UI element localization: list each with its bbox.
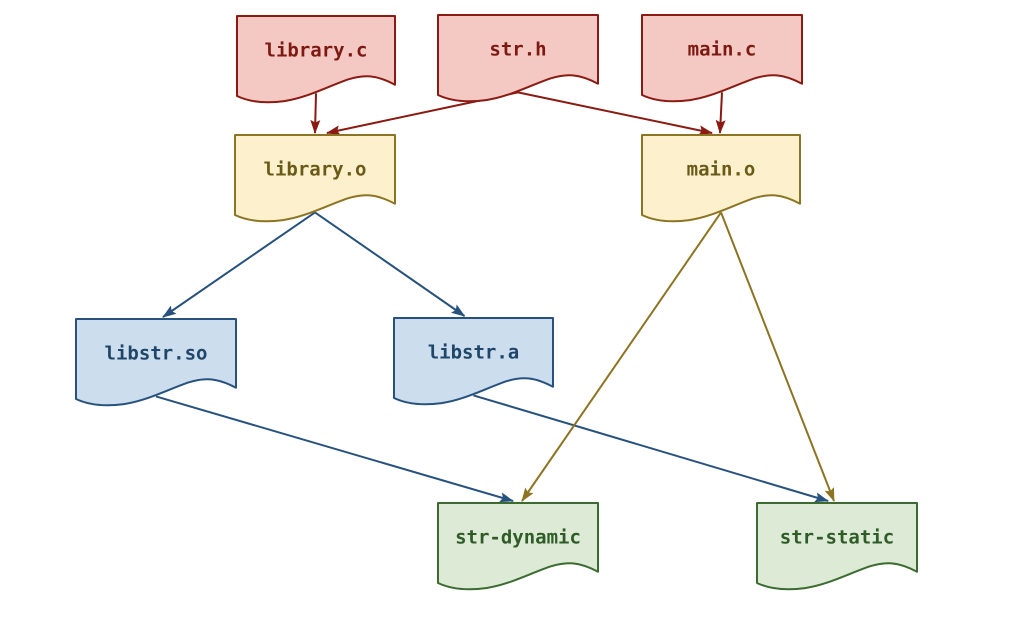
node-str-dynamic-label: str-dynamic <box>455 526 581 548</box>
node-library.c-shape <box>236 15 396 104</box>
edge-str.h-to-main.o <box>517 91 713 136</box>
node-main.c-shape <box>641 14 803 103</box>
node-library.c-label: library.c <box>265 39 368 61</box>
node-library.c: library.c <box>236 15 396 104</box>
edge-library.o-to-libstr.so <box>162 211 316 318</box>
edge-libstr.so-to-str-dynamic <box>155 395 514 503</box>
node-str-dynamic: str-dynamic <box>437 502 599 591</box>
nodes-layer: library.c str.h main.c library.o main.o libst… <box>75 14 918 591</box>
node-main.c-label: main.c <box>688 38 757 60</box>
node-libstr.a-label: libstr.a <box>428 341 520 363</box>
node-main.c: main.c <box>641 14 803 103</box>
edge-library.o-to-libstr.a <box>314 211 466 317</box>
node-libstr.a: libstr.a <box>393 317 554 406</box>
node-libstr.so-shape <box>75 318 237 407</box>
node-library.o-label: library.o <box>264 158 367 180</box>
edge-library.c-to-library.o <box>310 93 321 134</box>
node-str-static: str-static <box>756 502 918 591</box>
edge-main.o-to-str-static <box>720 212 835 502</box>
edge-main.o-to-str-dynamic <box>521 211 722 502</box>
node-libstr.a-shape <box>393 317 554 406</box>
node-str.h: str.h <box>437 14 599 103</box>
node-str-dynamic-shape <box>437 502 599 591</box>
node-libstr.so-label: libstr.so <box>105 342 208 364</box>
node-main.o: main.o <box>641 134 801 223</box>
node-str.h-label: str.h <box>489 38 546 60</box>
node-str-static-label: str-static <box>780 526 894 548</box>
edges-layer <box>155 91 835 503</box>
node-library.o: library.o <box>234 134 396 223</box>
node-str.h-shape <box>437 14 599 103</box>
node-main.o-label: main.o <box>687 158 756 180</box>
edge-libstr.a-to-str-static <box>473 394 829 503</box>
node-main.o-shape <box>641 134 801 223</box>
node-str-static-shape <box>756 502 918 591</box>
node-libstr.so: libstr.so <box>75 318 237 407</box>
edge-main.c-to-main.o <box>715 92 726 134</box>
node-library.o-shape <box>234 134 396 223</box>
